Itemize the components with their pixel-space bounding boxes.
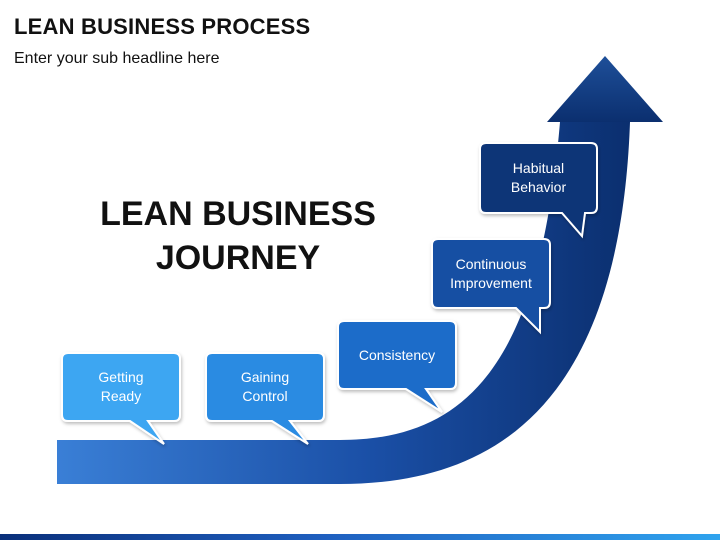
step-2-line2: Control xyxy=(242,388,288,404)
step-5-line2: Behavior xyxy=(510,179,567,195)
step-label-getting-ready: Getting Ready xyxy=(62,353,180,421)
step-4-line2: Improvement xyxy=(450,274,532,291)
growth-arrow-body xyxy=(57,122,630,484)
step-label-habitual-behavior: Habitual Behavior xyxy=(480,143,597,213)
step-label-continuous-improvement: Continuous Improvement xyxy=(432,239,550,308)
step-label-gaining-control: Gaining Control xyxy=(206,353,324,421)
growth-arrow-head xyxy=(547,56,663,122)
step-1-line1: Getting xyxy=(98,369,144,385)
page-title: LEAN BUSINESS PROCESS xyxy=(14,14,311,39)
step-4-line1: Continuous xyxy=(455,255,527,272)
step-bubble-4 xyxy=(431,238,551,335)
step-2-line1: Gaining xyxy=(240,369,290,385)
step-1-line2: Ready xyxy=(100,388,142,404)
journey-heading-line2: JOURNEY xyxy=(155,239,321,277)
page-subtitle: Enter your sub headline here xyxy=(14,50,220,67)
step-bubble-1 xyxy=(61,352,181,445)
journey-heading: LEAN BUSINESS JOURNEY xyxy=(90,192,386,280)
step-bubble-3 xyxy=(337,320,457,413)
step-bubble-2 xyxy=(205,352,325,445)
step-bubble-5 xyxy=(479,142,598,239)
footer-gradient-bar xyxy=(0,534,720,540)
step-5-line1: Habitual xyxy=(512,160,565,176)
step-3-line1: Consistency xyxy=(358,346,436,363)
journey-heading-line1: LEAN BUSINESS xyxy=(100,195,376,233)
step-label-consistency: Consistency xyxy=(338,321,456,389)
